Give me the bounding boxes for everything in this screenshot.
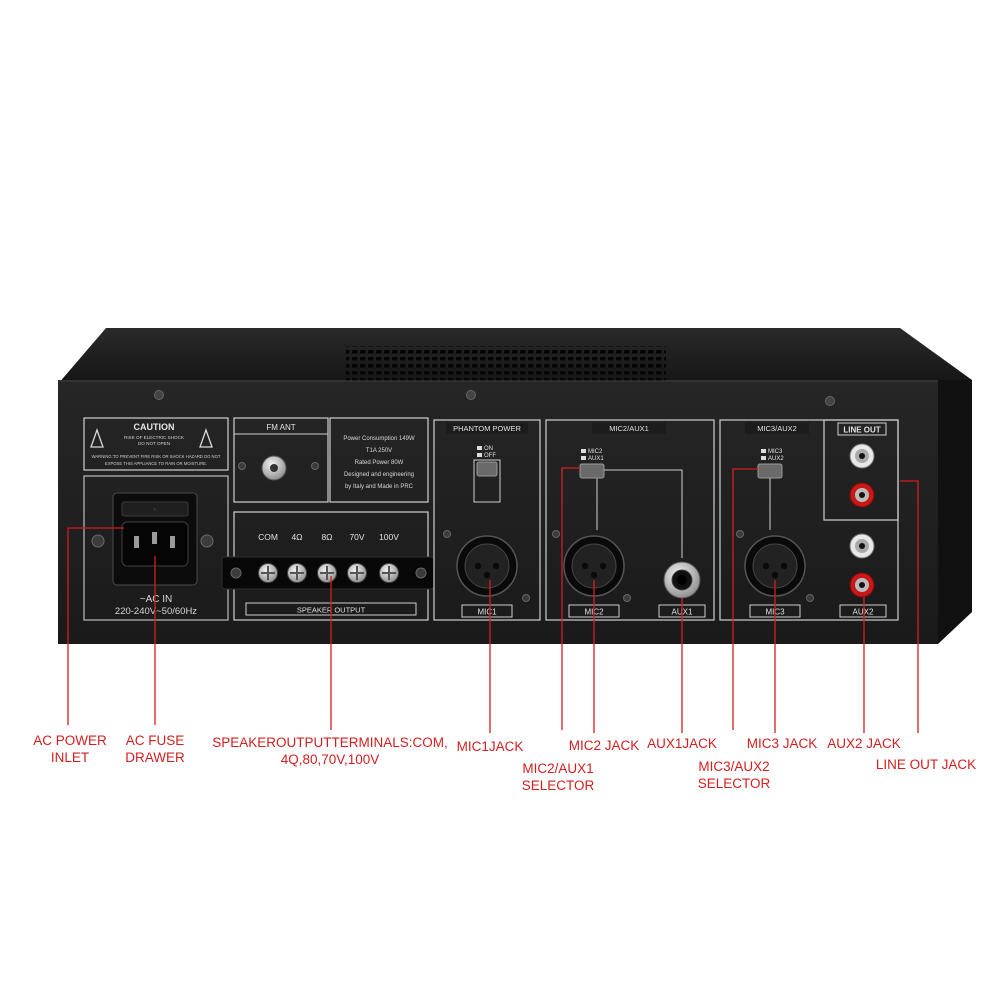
- screw-icon: [736, 530, 744, 538]
- caution-subtitle: RISK OF ELECTRIC SHOCK: [124, 435, 185, 440]
- screw-icon: [91, 534, 105, 548]
- screw-icon: [443, 530, 451, 538]
- terminal-label: 100V: [379, 532, 399, 542]
- screw-icon: [466, 390, 476, 400]
- leader-line-out-jack: [900, 480, 919, 733]
- fm-ant-label: FM ANT: [266, 423, 295, 432]
- aux1-jack[interactable]: [663, 561, 701, 599]
- spec-text: Rated Power 80W: [355, 460, 404, 466]
- mic3-xlr-jack[interactable]: [744, 535, 806, 597]
- switch-off-label: OFF: [484, 453, 496, 459]
- selector-aux1-label: AUX1: [588, 456, 604, 462]
- chassis-side: [938, 380, 972, 644]
- phantom-power-section: PHANTOM POWER ON OFF MIC1: [433, 419, 541, 621]
- callout-aux1-jack: AUX1JACK: [647, 736, 717, 751]
- screw-icon: [825, 396, 835, 406]
- caution-label: CAUTION RISK OF ELECTRIC SHOCK DO NOT OP…: [83, 417, 229, 471]
- mic3-aux2-title: MIC3/AUX2: [757, 424, 797, 433]
- leader-mic3-aux2-selector: [732, 468, 758, 730]
- speaker-terminal-100v[interactable]: [379, 563, 399, 583]
- amplifier-chassis: [58, 328, 972, 644]
- mic1-label: MIC1: [477, 608, 497, 617]
- screw-icon: [154, 390, 164, 400]
- ac-power-inlet[interactable]: T-: [112, 492, 198, 586]
- aux2-label: AUX2: [853, 608, 874, 617]
- spec-text: T1A 250V: [366, 448, 392, 454]
- high-voltage-warning-icon: [90, 428, 104, 448]
- selector-mic3-label: MIC3: [768, 449, 783, 455]
- phantom-power-switch[interactable]: [476, 461, 498, 477]
- terminal-label: 8Ω: [321, 532, 332, 542]
- selector-aux2-label: AUX2: [768, 456, 784, 462]
- spec-text: Designed and engineering: [344, 472, 414, 478]
- screw-icon: [806, 594, 814, 602]
- callout-line-out-jack: LINE OUT JACK: [875, 757, 977, 772]
- terminal-label: COM: [258, 532, 278, 542]
- callout-mic3-jack: MIC3 JACK: [746, 736, 818, 751]
- callout-leader-lines: [67, 467, 919, 733]
- line-out-rca-red-jack[interactable]: [849, 482, 875, 508]
- callout-mic1-jack: MIC1JACK: [456, 739, 524, 754]
- screw-icon: [200, 534, 214, 548]
- screw-icon: [623, 594, 631, 602]
- screw-icon: [238, 462, 246, 470]
- screw-icon: [415, 567, 427, 579]
- leader-mic2-aux1-selector: [561, 467, 580, 730]
- leader-ac-power-inlet: [67, 527, 124, 725]
- line-out-label: LINE OUT: [843, 426, 880, 435]
- exclamation-warning-icon: [199, 428, 213, 448]
- terminal-label: 70V: [349, 532, 364, 542]
- line-out-rca-white-jack[interactable]: [849, 443, 875, 469]
- screw-icon: [230, 567, 242, 579]
- caution-subtitle: DO NOT OPEN: [138, 441, 170, 446]
- warning-text: WARNING:TO PREVENT FIRE RISK OR SHOCK HA…: [92, 454, 221, 459]
- aux2-rca-white-jack[interactable]: [849, 533, 875, 559]
- terminal-label: 4Ω: [291, 532, 302, 542]
- mic3-aux2-selector-switch[interactable]: [757, 463, 783, 479]
- ac-in-label: ~AC IN: [140, 594, 173, 605]
- spec-text: by Italy and Made in PRC: [345, 484, 414, 490]
- spec-label: Power Consumption 149W T1A 250V Rated Po…: [329, 417, 429, 503]
- fm-antenna-section: FM ANT: [233, 417, 329, 503]
- inlet-pin: [170, 536, 175, 548]
- screw-icon: [552, 530, 560, 538]
- spec-text: Power Consumption 149W: [343, 436, 415, 442]
- svg-text:T-: T-: [153, 507, 157, 512]
- speaker-terminal-70v[interactable]: [347, 563, 367, 583]
- callout-mic2-jack: MIC2 JACK: [568, 738, 640, 753]
- screw-icon: [311, 462, 319, 470]
- screw-icon: [522, 594, 530, 602]
- phantom-power-label: PHANTOM POWER: [453, 424, 521, 433]
- line-out-section: LINE OUT: [823, 419, 899, 521]
- selector-mic2-label: MIC2: [588, 449, 603, 455]
- ac-inlet-section: T- ~AC IN 220-240V~50/60Hz: [83, 475, 229, 621]
- speaker-terminal-8ohm[interactable]: [317, 563, 337, 583]
- mic2-aux1-title: MIC2/AUX1: [609, 424, 649, 433]
- warning-text: EXPOSE THIS APPLIANCE TO RAIN OR MOISTUR…: [105, 461, 207, 466]
- mic1-xlr-jack[interactable]: [456, 535, 518, 597]
- callout-speaker-terminals: SPEAKEROUTPUTTERMINALS:COM,4Q,80,70V,100…: [212, 735, 448, 767]
- mic2-aux1-selector-switch[interactable]: [579, 463, 605, 479]
- inlet-pin: [134, 536, 139, 548]
- inlet-pin: [152, 532, 157, 544]
- ventilation-grille: [346, 346, 666, 384]
- speaker-terminal-4ohm[interactable]: [287, 563, 307, 583]
- aux2-rca-red-jack[interactable]: [849, 572, 875, 598]
- ac-voltage-label: 220-240V~50/60Hz: [115, 606, 197, 617]
- caution-title: CAUTION: [134, 422, 175, 432]
- speaker-terminal-com[interactable]: [258, 563, 278, 583]
- callout-aux2-jack: AUX2 JACK: [827, 736, 901, 751]
- fuse-drawer: [121, 501, 189, 517]
- switch-on-label: ON: [484, 446, 493, 452]
